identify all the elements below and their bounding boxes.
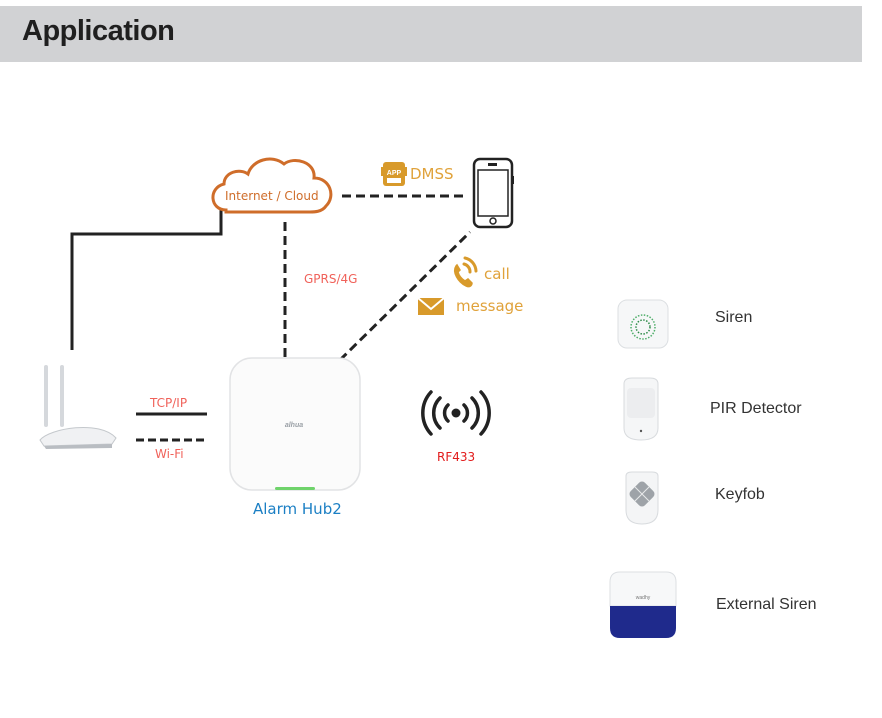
cloud-label: Internet / Cloud: [225, 189, 319, 203]
device-label-external-siren: External Siren: [716, 596, 817, 613]
call-label: call: [484, 265, 510, 283]
envelope-icon: [417, 297, 445, 315]
header-bar: Application: [0, 6, 862, 62]
page-title: Application: [22, 15, 175, 47]
tcpip-label: TCP/IP: [150, 396, 188, 410]
rf433-label: RF433: [437, 450, 476, 464]
router-icon: [39, 365, 117, 449]
hub-phone-link: [338, 230, 472, 362]
message-label: message: [456, 297, 524, 315]
device-label-siren: Siren: [715, 309, 753, 326]
siren-icon: [617, 299, 669, 349]
smartphone-icon: [472, 157, 514, 229]
external-siren-icon: wadhy: [609, 571, 677, 638]
ethernet-line: [70, 205, 223, 350]
wireless-signal-icon: [421, 390, 491, 436]
alarm-hub-device: alhua: [229, 357, 361, 491]
svg-text:wadhy: wadhy: [636, 595, 651, 601]
svg-text:APP: APP: [387, 170, 402, 177]
device-label-keyfob: Keyfob: [715, 486, 765, 503]
gprs-label: GPRS/4G: [304, 272, 358, 286]
cloud-icon: [211, 157, 333, 214]
keyfob-icon: [625, 471, 659, 525]
app-name-label: DMSS: [410, 165, 454, 183]
hub-label: Alarm Hub2: [253, 500, 342, 518]
svg-text:alhua: alhua: [285, 422, 303, 429]
pir-detector-icon: [623, 377, 659, 441]
device-label-pir: PIR Detector: [710, 400, 802, 417]
wifi-label: Wi-Fi: [155, 447, 184, 461]
app-phone-icon: APP: [381, 162, 407, 186]
phone-call-icon: [454, 256, 478, 288]
